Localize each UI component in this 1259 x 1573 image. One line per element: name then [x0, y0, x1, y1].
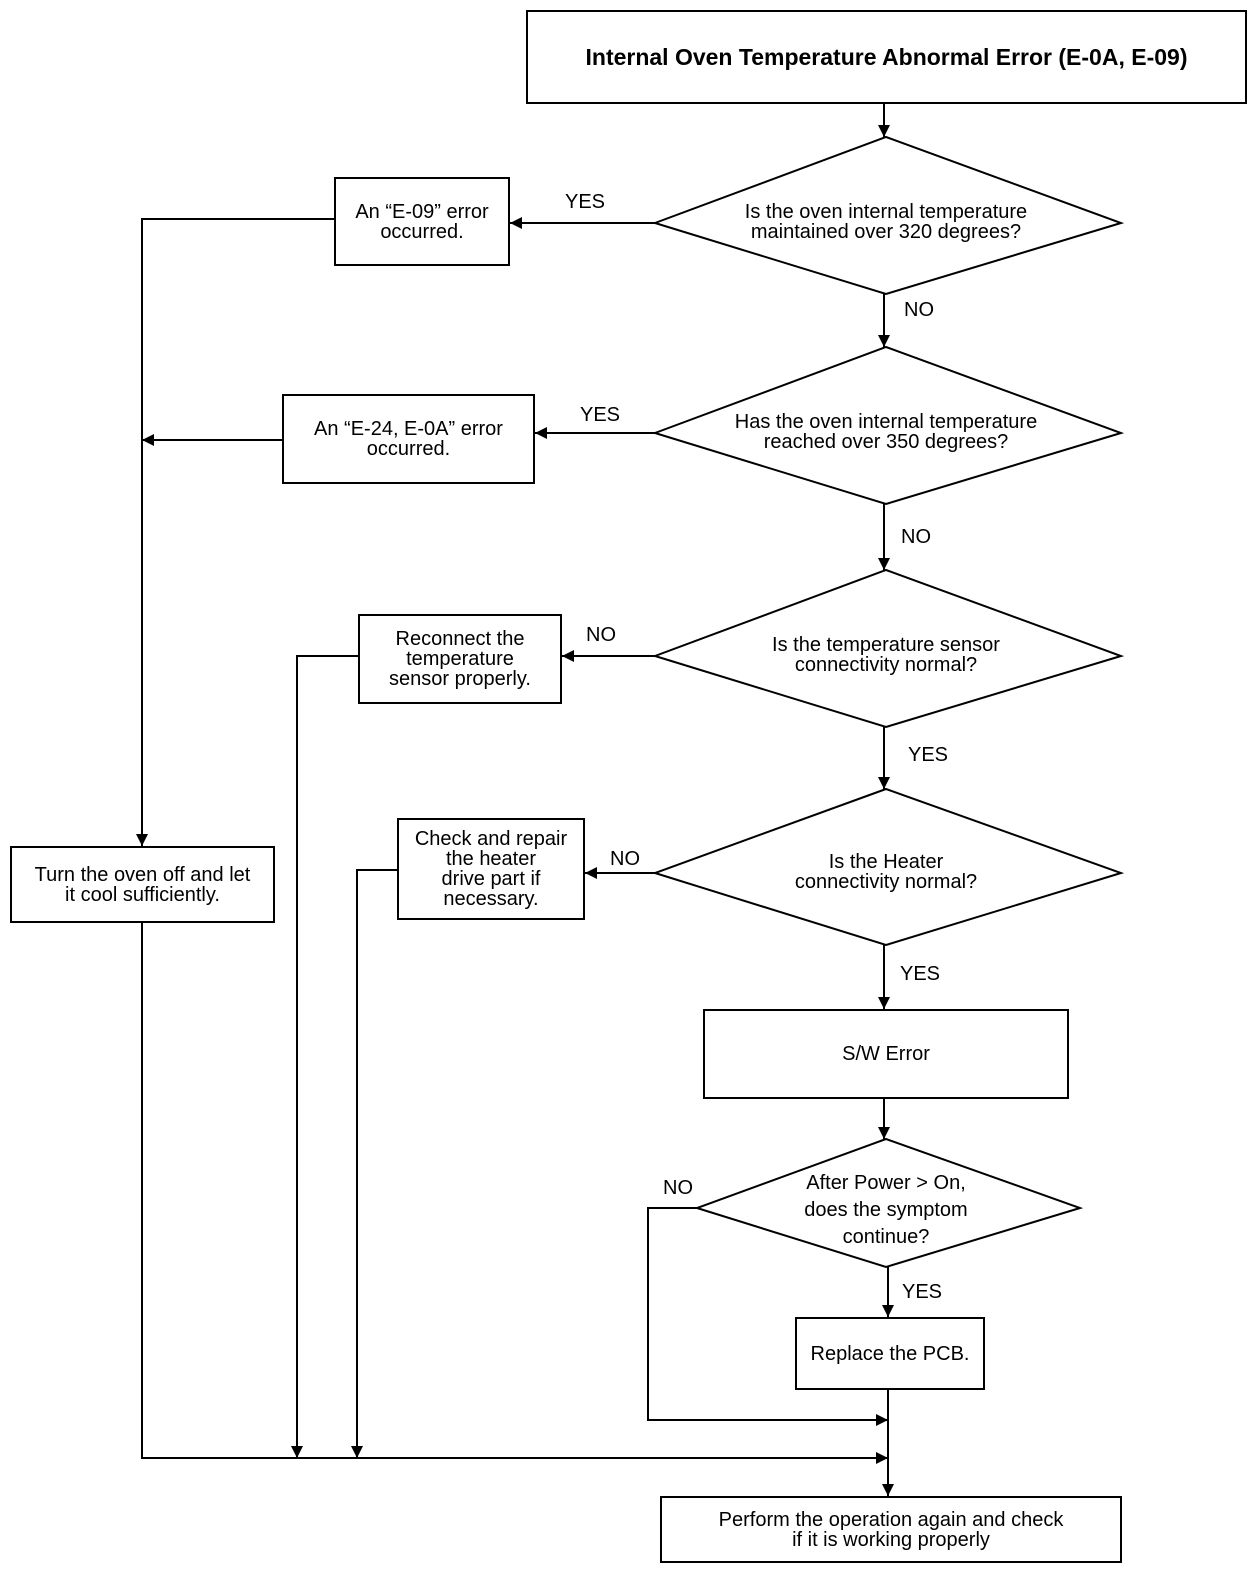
decision-4-shape	[651, 787, 1125, 947]
page-title: Internal Oven Temperature Abnormal Error…	[585, 44, 1188, 70]
cool-oven-box: Turn the oven off and let it cool suffic…	[10, 846, 275, 923]
sw-error-box: S/W Error	[703, 1009, 1069, 1099]
decision-4-yes-label: YES	[900, 963, 941, 985]
decision-3-no-label: NO	[586, 624, 616, 646]
decision-2-shape	[651, 345, 1125, 506]
repair-heater-box: Check and repair the heater drive part i…	[397, 818, 585, 920]
decision-1-yes-label: YES	[565, 191, 606, 213]
decision-5-no-label: NO	[663, 1177, 693, 1199]
decision-1-shape	[651, 135, 1125, 296]
decision-1-no-label: NO	[904, 299, 934, 321]
decision-1-text: Is the oven internal temperature maintai…	[744, 201, 1028, 243]
decision-2-text: Has the oven internal temperature reache…	[734, 411, 1038, 453]
perform-again-box: Perform the operation again and check if…	[660, 1496, 1122, 1563]
decision-5-shape	[693, 1137, 1084, 1269]
reconnect-sensor-box: Reconnect the temperature sensor properl…	[358, 614, 562, 704]
decision-2-no-label: NO	[901, 526, 931, 548]
decision-3-shape	[651, 568, 1125, 729]
decision-2-yes-label: YES	[580, 404, 621, 426]
decision-5-text: After Power > On, does the symptom conti…	[804, 1171, 968, 1248]
decision-5-yes-label: YES	[902, 1281, 943, 1303]
e24-error-box: An “E-24, E-0A” error occurred.	[282, 394, 535, 484]
decision-4-no-label: NO	[610, 848, 640, 870]
decision-4-text: Is the Heater connectivity normal?	[794, 851, 978, 893]
decision-3-text: Is the temperature sensor connectivity n…	[772, 634, 1000, 676]
decision-3-yes-label: YES	[908, 744, 949, 766]
title-box: Internal Oven Temperature Abnormal Error…	[526, 10, 1247, 104]
e09-error-box: An “E-09” error occurred.	[334, 177, 510, 266]
replace-pcb-box: Replace the PCB.	[795, 1317, 985, 1390]
